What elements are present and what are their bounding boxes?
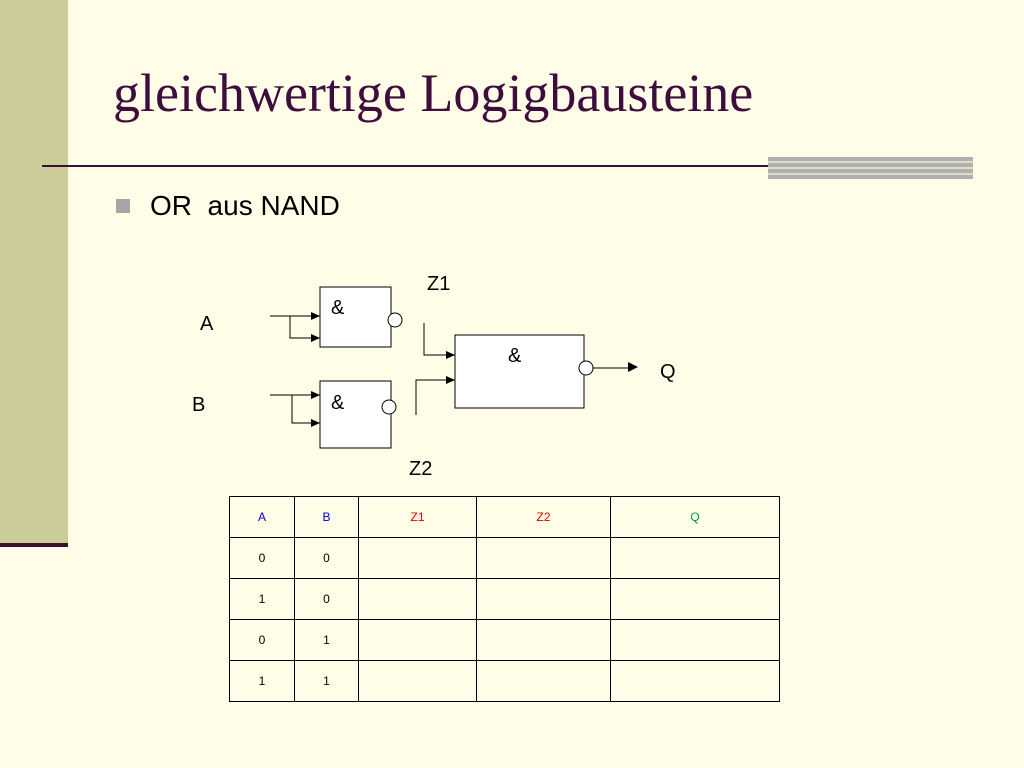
cell-b: 0 [294,537,359,579]
arrowhead-b1 [311,391,320,399]
cell-z2 [476,537,611,579]
input-b-wires [270,394,320,424]
bullet-text: OR aus NAND [150,190,340,221]
arrowhead-b2 [311,419,320,427]
left-accent-band [0,0,68,545]
table-row: 0 1 [229,619,780,661]
table-row: 1 0 [229,578,780,620]
header-b: B [294,496,359,538]
bullet-item: OR aus NAND [116,190,340,222]
cell-z2 [476,578,611,620]
arrowhead-z2 [446,376,455,384]
header-q: Q [610,496,780,538]
z2-label: Z2 [409,458,433,480]
nand-gate-3-inverter-bubble [578,360,594,376]
input-a-label: A [200,313,214,335]
arrowhead-a1 [311,312,320,320]
gate-3-symbol: & [508,345,522,367]
square-bullet-icon [116,199,130,213]
cell-b: 1 [294,660,359,702]
title-rule [42,165,970,167]
cell-z1 [358,619,477,661]
z2-wire [415,379,455,415]
cell-a: 1 [229,578,295,620]
z1-label: Z1 [427,273,451,295]
nand-gate-1 [319,286,392,348]
cell-b: 1 [294,619,359,661]
cell-z2 [476,619,611,661]
nand-gate-2 [319,380,392,449]
cell-a: 0 [229,537,295,579]
nand-gate-1-inverter-bubble [387,312,403,328]
arrowhead-a2 [311,334,320,342]
arrowhead-z1 [446,351,455,359]
cell-a: 0 [229,619,295,661]
header-z2: Z2 [476,496,611,538]
title-accent-bar [768,157,973,179]
cell-q [610,578,780,620]
input-b-label: B [192,394,206,416]
arrowhead-q [628,362,638,372]
cell-z1 [358,537,477,579]
output-q-label: Q [660,361,676,383]
gate-2-symbol: & [331,392,345,414]
cell-q [610,660,780,702]
header-a: A [229,496,295,538]
left-band-rule [0,543,68,547]
cell-q [610,619,780,661]
slide-title: gleichwertige Logigbausteine [113,63,754,123]
cell-b: 0 [294,578,359,620]
cell-a: 1 [229,660,295,702]
cell-z1 [358,660,477,702]
cell-q [610,537,780,579]
truth-table: A B Z1 Z2 Q 0 0 1 0 0 1 1 1 [229,496,780,702]
cell-z2 [476,660,611,702]
table-row: 1 1 [229,660,780,702]
header-z1: Z1 [358,496,477,538]
cell-z1 [358,578,477,620]
table-row: 0 0 [229,537,780,579]
z1-wire [423,323,455,356]
gate-1-symbol: & [331,297,345,319]
nand-gate-2-inverter-bubble [381,399,397,415]
nand-gate-3 [454,334,585,409]
truth-table-header-row: A B Z1 Z2 Q [229,496,780,538]
